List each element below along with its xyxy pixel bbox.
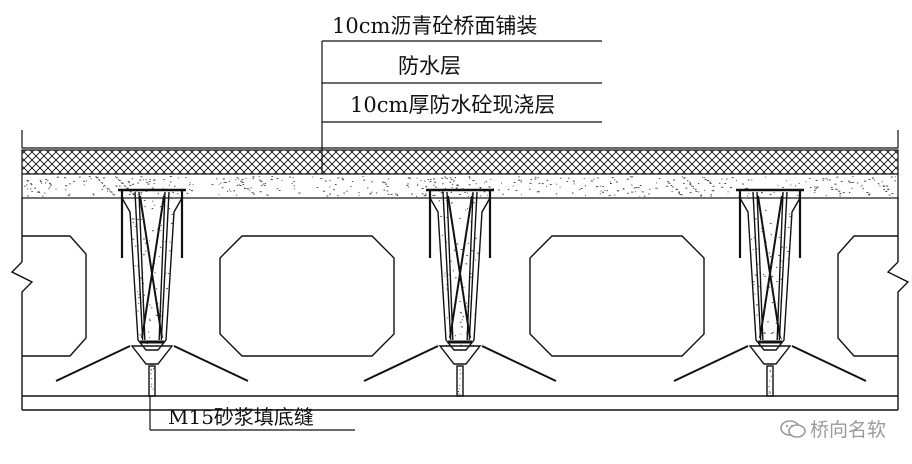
label-asphalt-pavement: 10cm沥青砼桥面铺装 bbox=[332, 14, 537, 38]
label-leaders bbox=[149, 40, 602, 431]
pavement-layers bbox=[21, 130, 899, 199]
void-center-left bbox=[219, 235, 395, 357]
watermark-text: 桥向名软 bbox=[809, 419, 886, 441]
void-right-edge bbox=[837, 235, 898, 357]
label-waterproof-layer: 防水层 bbox=[398, 54, 461, 78]
watermark: 桥向名软 bbox=[780, 415, 886, 442]
label-cast-concrete-layer: 10cm厚防水砼现浇层 bbox=[350, 93, 555, 117]
hinge-joint bbox=[673, 188, 867, 397]
asphalt-layer bbox=[21, 149, 899, 175]
void-left-edge bbox=[22, 235, 87, 357]
wechat-icon bbox=[780, 419, 806, 438]
concrete-layer bbox=[21, 173, 899, 199]
hinge-joints bbox=[55, 188, 867, 397]
void-center-right bbox=[529, 235, 705, 357]
slab-voids bbox=[22, 235, 898, 357]
hinge-joint bbox=[55, 188, 249, 397]
label-m15-grout: M15砂浆填底缝 bbox=[168, 405, 314, 429]
hinge-joint bbox=[363, 188, 557, 397]
